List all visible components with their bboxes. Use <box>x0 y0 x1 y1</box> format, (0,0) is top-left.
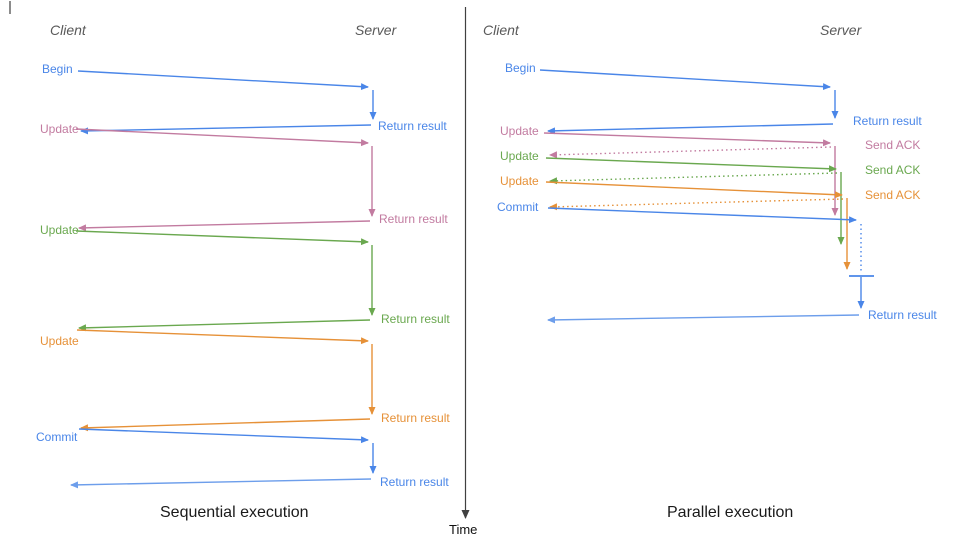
seq-update2-return-label: Return result <box>381 312 450 326</box>
seq-commit-return-label: Return result <box>380 475 449 489</box>
par-update1-label: Update <box>500 124 539 138</box>
par-update2-arrows <box>545 157 845 245</box>
par-update1-ack-label: Send ACK <box>865 138 921 152</box>
par-server-header: Server <box>820 22 862 38</box>
seq-update3-arrows <box>76 329 376 432</box>
seq-begin-return-label: Return result <box>378 119 447 133</box>
seq-update1-label: Update <box>40 122 79 136</box>
time-axis-label: Time <box>449 522 478 537</box>
par-update1-arrows <box>543 132 839 216</box>
seq-commit-label: Commit <box>36 430 78 444</box>
par-update3-label: Update <box>500 174 539 188</box>
sequential-panel-lines <box>70 70 377 489</box>
par-update3-ack-label: Send ACK <box>865 188 921 202</box>
seq-client-header: Client <box>50 22 86 38</box>
seq-update1-arrows <box>75 128 376 232</box>
seq-update3-return-label: Return result <box>381 411 450 425</box>
par-update3-arrows <box>545 181 851 270</box>
seq-commit-arrows <box>70 428 377 489</box>
par-update2-ack-label: Send ACK <box>865 163 921 177</box>
parallel-panel-lines <box>539 69 874 324</box>
par-client-header: Client <box>483 22 519 38</box>
par-begin-arrows <box>539 69 839 135</box>
par-begin-label: Begin <box>505 61 536 75</box>
seq-begin-arrows <box>77 70 377 135</box>
parallel-caption: Parallel execution <box>667 504 794 521</box>
seq-server-header: Server <box>355 22 397 38</box>
par-begin-return-label: Return result <box>853 114 922 128</box>
seq-update1-return-label: Return result <box>379 212 448 226</box>
seq-update3-label: Update <box>40 334 79 348</box>
par-commit-arrows <box>547 207 874 324</box>
seq-update2-label: Update <box>40 223 79 237</box>
seq-begin-label: Begin <box>42 62 73 76</box>
sequential-caption: Sequential execution <box>160 504 309 521</box>
par-commit-return-label: Return result <box>868 308 937 322</box>
seq-update2-arrows <box>75 230 376 332</box>
par-commit-label: Commit <box>497 200 539 214</box>
par-update2-label: Update <box>500 149 539 163</box>
